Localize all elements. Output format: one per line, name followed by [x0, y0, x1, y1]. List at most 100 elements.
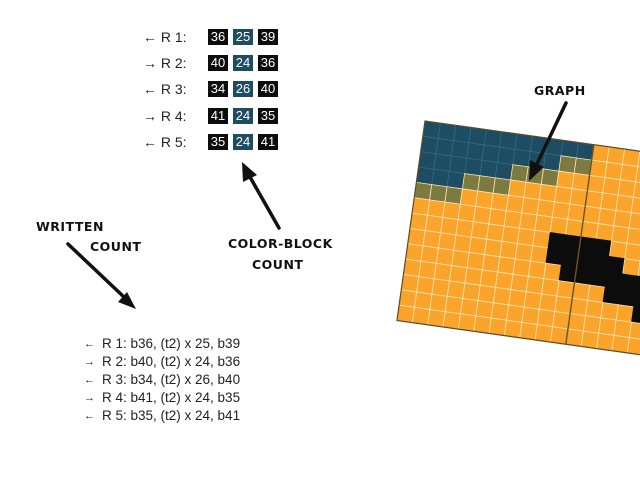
- graph-cell: [615, 304, 635, 323]
- graph-cell: [602, 177, 621, 196]
- graph-cell: [398, 289, 418, 308]
- graph-cell: [481, 254, 501, 273]
- graph-cell: [606, 146, 625, 165]
- graph-cell: [608, 240, 628, 260]
- graph-cell: [611, 225, 630, 244]
- graph-cell: [444, 295, 464, 315]
- graph-center-guide-line: [565, 144, 595, 345]
- graph-cell: [635, 275, 640, 295]
- graph-cell: [562, 234, 582, 253]
- graph-cell: [433, 263, 453, 282]
- graph-cell: [510, 273, 529, 293]
- graph-cell: [573, 267, 593, 286]
- graph-cell: [506, 304, 525, 323]
- graph-cell: [633, 291, 640, 310]
- graph-cell: [470, 221, 490, 240]
- row-direction-arrow: →: [84, 356, 95, 368]
- row-label: R 1:: [160, 29, 187, 45]
- row-direction-arrow: →: [143, 55, 157, 71]
- color-block-cell-black: 40: [257, 80, 279, 98]
- graph-cell: [424, 214, 444, 234]
- graph-cell: [407, 227, 426, 247]
- color-block-cell-black: 35: [257, 107, 279, 125]
- graph-cell: [444, 186, 463, 205]
- graph-cell: [473, 315, 492, 334]
- graph-pointer-arrow: [529, 101, 568, 181]
- graph-cell: [437, 122, 457, 142]
- color-block-row: ← R 3: 34 26 40: [0, 79, 290, 99]
- graph-cell: [503, 210, 523, 229]
- graph-cell: [499, 131, 518, 150]
- graph-cell: [429, 293, 448, 313]
- graph-cell: [637, 150, 640, 170]
- color-block-cell-teal: 24: [232, 133, 254, 151]
- graph-cell: [422, 120, 441, 139]
- row-label: R 2:: [160, 55, 187, 71]
- graph-cell: [455, 219, 474, 238]
- graph-cell: [464, 267, 483, 286]
- graph-cell: [429, 184, 448, 203]
- graph-cell: [415, 166, 435, 186]
- graph-cell: [580, 221, 599, 240]
- graph-cell: [613, 319, 632, 338]
- graph-cell: [426, 199, 446, 218]
- graph-cell: [418, 151, 437, 170]
- graph-cell: [414, 291, 433, 310]
- color-block-cell-black: 40: [207, 54, 229, 72]
- graph-cell: [536, 199, 555, 218]
- graph-cell: [604, 271, 624, 290]
- graph-cell: [575, 142, 595, 161]
- graph-cell: [586, 174, 606, 194]
- color-block-pointer-arrow: [242, 162, 281, 230]
- graph-cell: [448, 155, 468, 174]
- graph-cell: [556, 280, 575, 299]
- graph-cell: [519, 212, 538, 231]
- color-block-cell-black: 41: [207, 107, 229, 125]
- graph-cell: [534, 214, 553, 233]
- color-block-row: → R 2: 40 24 36: [0, 53, 290, 73]
- graph-cell: [536, 308, 556, 328]
- graph-cell: [532, 229, 551, 249]
- graph-cell: [495, 271, 514, 291]
- graph-cell: [453, 124, 472, 144]
- graph-cell: [538, 183, 558, 203]
- graph-cell: [525, 275, 545, 295]
- graph-cell: [512, 148, 531, 168]
- graph-cell: [556, 170, 575, 190]
- graph-cell: [483, 129, 503, 148]
- graph-cell: [523, 291, 543, 310]
- graph-cell: [617, 179, 637, 198]
- graph-cell: [571, 172, 590, 192]
- graph-cell: [560, 249, 580, 268]
- graph-cell: [611, 334, 630, 354]
- graph-cell: [475, 300, 494, 319]
- graph-cell: [523, 181, 542, 201]
- graph-cell: [420, 135, 439, 155]
- written-count-text: R 5: b35, (t2) x 24, b41: [102, 408, 241, 423]
- graph-cell: [617, 288, 637, 308]
- graph-cell: [453, 234, 472, 253]
- graph-cell: [551, 201, 571, 220]
- graph-cell: [554, 186, 573, 205]
- graph-cell: [591, 253, 610, 273]
- graph-cell: [587, 284, 606, 303]
- graph-cell: [604, 161, 623, 181]
- graph-cell: [468, 236, 488, 256]
- color-block-row: ← R 1: 36 25 39: [0, 27, 290, 47]
- row-direction-arrow: →: [84, 392, 95, 404]
- written-count-row: ← R 5: b35, (t2) x 24, b41: [84, 407, 304, 425]
- graph-cell: [477, 284, 496, 304]
- graph-cell: [543, 153, 562, 172]
- written-count-annotation-line1: WRITTEN: [36, 219, 104, 234]
- row-direction-arrow: ←: [84, 410, 95, 422]
- graph-cell: [527, 260, 547, 280]
- written-count-row: → R 2: b40, (t2) x 24, b36: [84, 353, 304, 371]
- graph-cell: [552, 310, 571, 330]
- graph-cell: [516, 227, 536, 247]
- graph-cell: [530, 245, 549, 264]
- row-direction-arrow: ←: [143, 134, 157, 150]
- graph-cell: [632, 181, 640, 200]
- graph-cell: [492, 177, 512, 196]
- color-block-cell-teal: 24: [232, 107, 254, 125]
